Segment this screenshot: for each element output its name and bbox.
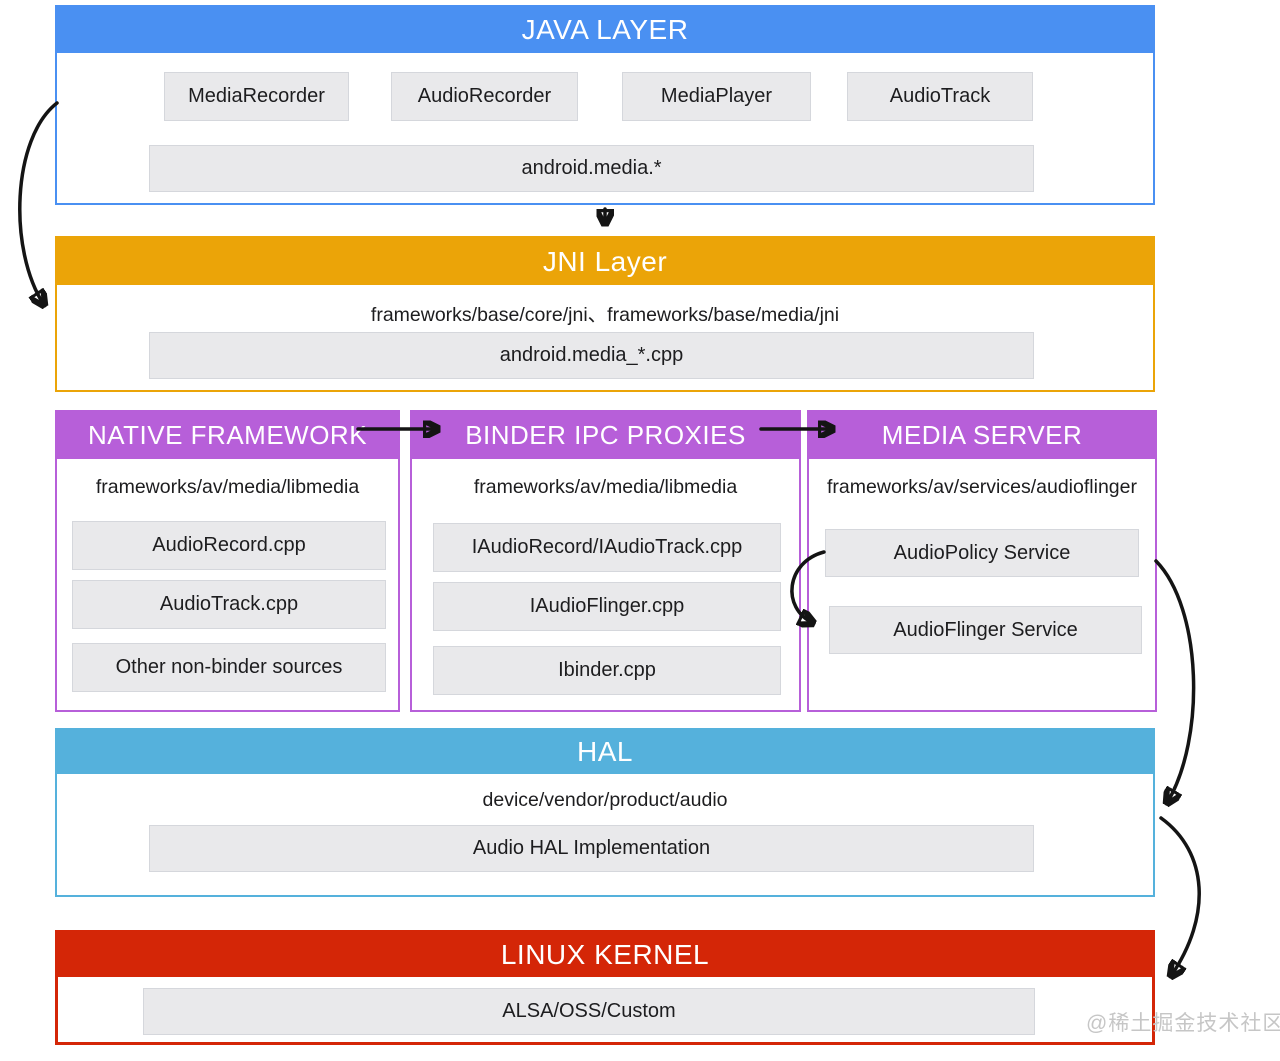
binder-box-iaudioflinger: IAudioFlinger.cpp	[433, 582, 781, 631]
media-server-box-audioflinger: AudioFlinger Service	[829, 606, 1142, 654]
hal-path-text: device/vendor/product/audio	[482, 789, 728, 811]
jni-layer-header: JNI Layer	[57, 238, 1153, 285]
hal-layer-header: HAL	[57, 730, 1153, 774]
media-server-column: MEDIA SERVER frameworks/av/services/audi…	[807, 410, 1157, 712]
jni-path-text: frameworks/base/core/jni、frameworks/base…	[370, 304, 840, 326]
binder-box-iaudiorecord: IAudioRecord/IAudioTrack.cpp	[433, 523, 781, 572]
media-server-path-text: frameworks/av/services/audioflinger	[827, 476, 1137, 498]
arrow-mediaserver-to-hal	[1154, 559, 1196, 803]
native-box-audiotrack-cpp: AudioTrack.cpp	[72, 580, 386, 629]
java-layer-header: JAVA LAYER	[57, 7, 1153, 53]
java-box-android-media: android.media.*	[149, 145, 1034, 192]
linux-kernel-layer: LINUX KERNEL ALSA/OSS/Custom	[55, 930, 1155, 1045]
native-framework-header: NATIVE FRAMEWORK	[57, 412, 398, 459]
arrow-hal-to-kernel	[1159, 816, 1201, 976]
binder-ipc-path-text: frameworks/av/media/libmedia	[473, 476, 738, 498]
java-box-audiotrack: AudioTrack	[847, 72, 1033, 121]
binder-ipc-header: BINDER IPC PROXIES	[412, 412, 799, 459]
java-box-audiorecorder: AudioRecorder	[391, 72, 578, 121]
native-framework-column: NATIVE FRAMEWORK frameworks/av/media/lib…	[55, 410, 400, 712]
native-box-other-sources: Other non-binder sources	[72, 643, 386, 692]
arrow-java-to-jni-left	[18, 101, 59, 305]
media-server-box-audiopolicy: AudioPolicy Service	[825, 529, 1139, 577]
linux-kernel-header: LINUX KERNEL	[58, 933, 1152, 977]
kernel-box-alsa-oss-custom: ALSA/OSS/Custom	[143, 988, 1035, 1035]
hal-layer: HAL device/vendor/product/audio Audio HA…	[55, 728, 1155, 897]
media-server-header: MEDIA SERVER	[809, 412, 1155, 459]
native-framework-path-text: frameworks/av/media/libmedia	[95, 476, 360, 498]
java-box-mediarecorder: MediaRecorder	[164, 72, 349, 121]
watermark: @稀土掘金技术社区	[1086, 1012, 1280, 1035]
jni-layer: JNI Layer frameworks/base/core/jni、frame…	[55, 236, 1155, 392]
native-box-audiorecord-cpp: AudioRecord.cpp	[72, 521, 386, 570]
java-box-mediaplayer: MediaPlayer	[622, 72, 811, 121]
binder-ipc-column: BINDER IPC PROXIES frameworks/av/media/l…	[410, 410, 801, 712]
jni-box-android-media-cpp: android.media_*.cpp	[149, 332, 1034, 379]
hal-box-implementation: Audio HAL Implementation	[149, 825, 1034, 872]
binder-box-ibinder: Ibinder.cpp	[433, 646, 781, 695]
java-layer: JAVA LAYER MediaRecorder AudioRecorder M…	[55, 5, 1155, 205]
